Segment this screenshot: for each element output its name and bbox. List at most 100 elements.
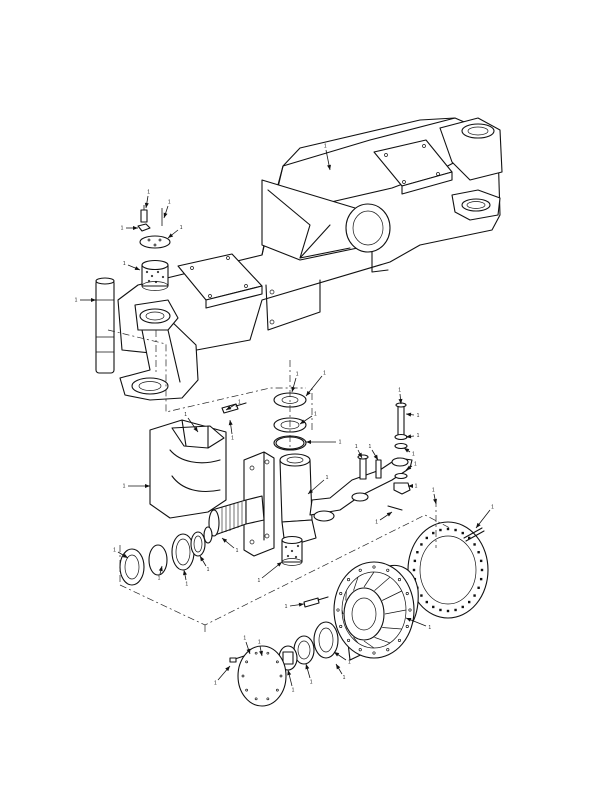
callout-arrowhead xyxy=(373,454,378,460)
hub-stud-hole xyxy=(397,578,402,582)
callout-arrowhead xyxy=(406,412,412,417)
cap-bolt-hole xyxy=(266,651,270,655)
hub-stud-hole xyxy=(358,648,362,652)
callout-number: 1 xyxy=(231,435,234,441)
cap-bolt-hole xyxy=(276,660,279,664)
callout-arrowhead xyxy=(406,434,412,439)
upper-cap-group xyxy=(137,205,171,291)
hub-spoke xyxy=(374,637,391,644)
lock-screw xyxy=(221,402,247,414)
brake-spider xyxy=(149,419,227,519)
callout-number: 1 xyxy=(123,484,126,490)
callout-number: 1 xyxy=(236,548,239,554)
rotor-hole xyxy=(473,594,476,597)
callout-number: 1 xyxy=(185,581,188,587)
rotor-hole xyxy=(420,594,423,597)
callout-arrowhead xyxy=(91,298,96,302)
callout-arrowhead xyxy=(308,489,314,494)
callout-number: 1 xyxy=(314,411,317,417)
brake-rotor xyxy=(407,521,489,619)
hub-stud-hole xyxy=(346,578,351,582)
callout-number: 1 xyxy=(158,575,161,581)
rotor-hole xyxy=(425,536,429,540)
rotor-hole xyxy=(480,568,484,572)
assembly-centerlines xyxy=(107,329,451,634)
hub-stud-hole xyxy=(358,568,362,572)
hub-stud-hole xyxy=(405,624,409,629)
cap-bolt-hole xyxy=(254,697,258,701)
callout-arrowhead xyxy=(228,420,233,426)
rotor-hole xyxy=(473,543,476,546)
callout-number: 1 xyxy=(339,440,342,446)
callout-number: 1 xyxy=(180,225,183,231)
rotor-hole xyxy=(446,609,450,613)
steering-arm xyxy=(309,402,413,522)
inner-seals-bearings xyxy=(119,526,213,586)
rotor-hole xyxy=(439,608,442,612)
callout-number: 1 xyxy=(168,200,171,206)
callout-number: 1 xyxy=(343,675,346,681)
callout-arrowhead xyxy=(433,498,437,504)
hub-stud-hole xyxy=(386,568,390,572)
rotor-hole xyxy=(479,577,483,581)
cap-bolt-hole xyxy=(245,660,248,664)
callout-number: 1 xyxy=(214,681,217,687)
king-pin xyxy=(95,277,115,374)
cap-bolt-hole xyxy=(276,688,279,692)
callout-arrowhead xyxy=(246,648,251,654)
rotor-hole xyxy=(432,531,435,535)
callout-arrowhead xyxy=(327,164,331,170)
rotor-hole xyxy=(432,605,435,609)
callout-arrowhead xyxy=(334,652,340,657)
hub-stud-hole xyxy=(405,591,409,596)
cap-bolt-hole xyxy=(241,674,245,678)
callout-number: 1 xyxy=(355,444,358,450)
hub-spoke xyxy=(382,627,402,630)
callout-number: 1 xyxy=(398,388,401,394)
callout-arrowhead xyxy=(122,553,128,558)
hub-stud-hole xyxy=(397,638,402,642)
callout-arrowhead xyxy=(406,618,412,622)
callout-leaders xyxy=(80,149,491,687)
hub-spoke xyxy=(374,576,391,591)
cap-bolt-hole xyxy=(245,688,248,692)
callout-number: 1 xyxy=(491,504,494,510)
callout-arrowhead xyxy=(225,666,230,672)
callout-arrowhead xyxy=(226,405,232,410)
rotor-hole xyxy=(461,605,464,609)
callout-number: 1 xyxy=(369,444,372,450)
callout-number: 1 xyxy=(375,520,378,526)
callout-arrowhead xyxy=(133,226,138,230)
callout-number: 1 xyxy=(75,298,78,304)
callout-arrowhead xyxy=(158,566,163,572)
rotor-hole xyxy=(425,600,429,604)
rotor-hole xyxy=(446,527,450,531)
callout-arrowhead xyxy=(306,440,311,444)
hub-stud-hole xyxy=(339,591,343,596)
callout-arrowhead xyxy=(305,664,310,670)
callout-number: 1 xyxy=(348,660,351,666)
callout-number: 1 xyxy=(207,567,210,573)
callout-arrowhead xyxy=(168,233,174,238)
callout-arrowhead xyxy=(306,390,311,396)
callout-number: 1 xyxy=(415,484,418,490)
callout-arrowhead xyxy=(145,484,150,488)
callout-number: 1 xyxy=(417,413,420,419)
callout-number: 1 xyxy=(121,226,124,232)
hub-stud-hole xyxy=(346,638,351,642)
callout-arrowhead xyxy=(298,602,304,607)
callout-arrowhead xyxy=(398,398,403,404)
callout-number: 1 xyxy=(326,475,329,481)
callout-arrowhead xyxy=(134,266,140,270)
callout-arrowhead xyxy=(287,670,292,676)
hub-stud-hole xyxy=(339,624,343,629)
callout-arrowhead xyxy=(193,426,198,432)
hub-spoke xyxy=(363,571,375,588)
rotor-hole xyxy=(454,608,457,612)
callout-number: 1 xyxy=(412,452,415,458)
hub-cap xyxy=(229,645,287,707)
callout-arrowhead xyxy=(291,386,296,392)
callout-number: 1 xyxy=(243,636,246,642)
